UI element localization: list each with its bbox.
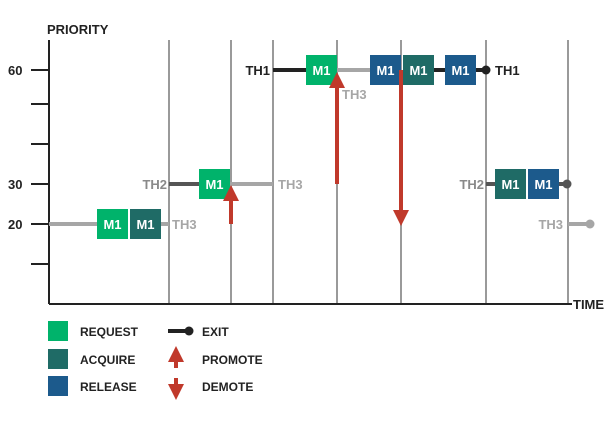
m1-label: M1	[136, 217, 154, 232]
x-axis-label: TIME	[573, 297, 604, 312]
legend-promote-label: PROMOTE	[202, 353, 263, 367]
m1-label: M1	[205, 177, 223, 192]
y-tick-label-60: 60	[8, 63, 22, 78]
m1-release-block	[528, 169, 559, 199]
th1-label: TH1	[245, 63, 270, 78]
exit-dot	[585, 219, 595, 229]
y-axis-label: PRIORITY	[47, 22, 109, 37]
th2-late-track: TH2 M1 M1	[459, 169, 572, 199]
m1-label: M1	[534, 177, 552, 192]
th2-label: TH2	[142, 177, 167, 192]
y-tick-label-30: 30	[8, 177, 22, 192]
m1-release-block	[445, 55, 476, 85]
y-tick-label-20: 20	[8, 217, 22, 232]
m1-label: M1	[451, 63, 469, 78]
axes	[31, 40, 572, 305]
legend-acquire-label: ACQUIRE	[80, 353, 135, 367]
legend-exit-label: EXIT	[202, 325, 229, 339]
th3-label: TH3	[172, 217, 197, 232]
th1-label: TH1	[495, 63, 520, 78]
legend-acquire-swatch	[48, 349, 68, 369]
m1-label: M1	[103, 217, 121, 232]
th2-label: TH2	[459, 177, 484, 192]
exit-dot	[562, 179, 572, 189]
legend-exit-dot	[184, 326, 194, 336]
legend: REQUEST ACQUIRE RELEASE EXIT PROMOTE DEM…	[48, 321, 263, 400]
m1-label: M1	[376, 63, 394, 78]
th3-label: TH3	[538, 217, 563, 232]
legend-request-swatch	[48, 321, 68, 341]
exit-dot	[481, 65, 491, 75]
m1-request-block	[97, 209, 128, 239]
legend-demote-label: DEMOTE	[202, 380, 253, 394]
m1-acquire-block	[403, 55, 434, 85]
m1-label: M1	[409, 63, 427, 78]
m1-acquire-block	[495, 169, 526, 199]
th3-label: TH3	[342, 87, 367, 102]
th2-track: TH2 M1 TH3	[142, 169, 303, 199]
m1-label: M1	[312, 63, 330, 78]
th1-track: TH1 M1 TH3 M1 M1 M1 TH1	[245, 55, 520, 102]
th3-label: TH3	[278, 177, 303, 192]
m1-acquire-block	[130, 209, 161, 239]
th3-late-track: TH3	[538, 217, 595, 232]
legend-release-label: RELEASE	[80, 380, 137, 394]
m1-release-block	[370, 55, 401, 85]
m1-label: M1	[501, 177, 519, 192]
th3-low-track: M1 M1 TH3	[49, 209, 197, 239]
legend-request-label: REQUEST	[80, 325, 139, 339]
legend-release-swatch	[48, 376, 68, 396]
